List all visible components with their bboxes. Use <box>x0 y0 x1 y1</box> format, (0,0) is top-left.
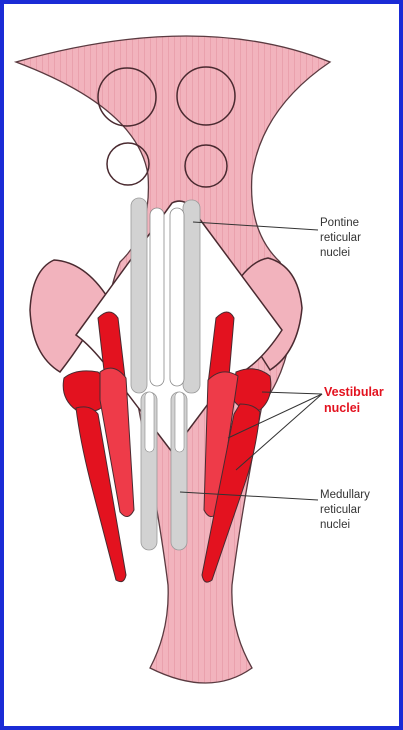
label-line: Medullary <box>320 488 370 503</box>
label-line: nuclei <box>320 518 370 533</box>
label-line: nuclei <box>324 400 384 416</box>
inner-oval-left <box>150 208 164 386</box>
pontine-reticular-label: Pontine reticular nuclei <box>320 216 361 261</box>
label-line: Pontine <box>320 216 361 231</box>
medullary-inner-left <box>145 392 154 452</box>
label-line: nuclei <box>320 246 361 261</box>
colliculus-lower-left <box>107 143 149 185</box>
vestibular-label: Vestibular nuclei <box>324 384 384 416</box>
pontine-reticular-right <box>183 200 200 393</box>
label-line: reticular <box>320 503 370 518</box>
label-line: Vestibular <box>324 384 384 400</box>
medullary-reticular-label: Medullary reticular nuclei <box>320 488 370 533</box>
pontine-reticular-left <box>131 198 147 393</box>
medullary-inner-right <box>175 392 184 452</box>
vestibular-right-lateral <box>232 369 271 411</box>
inner-oval-right <box>170 208 184 386</box>
label-line: reticular <box>320 231 361 246</box>
